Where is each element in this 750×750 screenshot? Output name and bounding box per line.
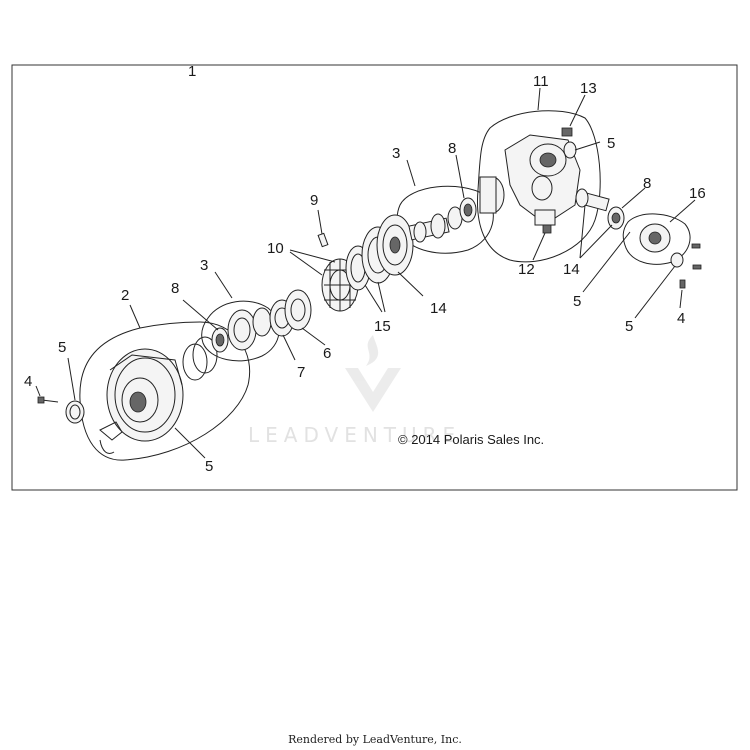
part-bolts-right: [679, 243, 702, 289]
callout-3-left: 3: [200, 257, 208, 274]
callout-8-left: 8: [171, 280, 179, 297]
callout-15: 15: [374, 318, 391, 335]
part-shaft-bearings-right: [408, 206, 463, 243]
callout-2: 2: [121, 287, 129, 304]
part-seal-case: [563, 141, 577, 159]
part-bearing-center: [459, 197, 477, 223]
part-bearing-assembly-left: [227, 307, 272, 351]
part-plate-6: [284, 289, 312, 331]
part-rings-housing: [182, 336, 218, 381]
part-seal-left: [65, 400, 85, 424]
callout-3-right: 3: [392, 145, 400, 162]
part-pin: [317, 232, 329, 248]
part-plug-13: [561, 127, 573, 137]
part-gear: [376, 214, 414, 276]
part-bearing-right: [607, 206, 625, 230]
part-bolt-left: [37, 396, 59, 404]
part-gear-case: [504, 134, 581, 226]
callout-7: 7: [297, 364, 305, 381]
callout-9: 9: [310, 192, 318, 209]
callout-5-cover: 5: [625, 318, 633, 335]
part-housing: [99, 348, 184, 454]
callout-5-housing-bottom: 5: [205, 458, 213, 475]
part-bearing-left: [211, 327, 229, 353]
callout-11: 11: [533, 73, 549, 90]
watermark-text: LEADVENTURE: [248, 423, 461, 447]
diagram-frame: [11, 64, 738, 491]
part-cover-16: [639, 223, 684, 268]
group-outline-11: [476, 110, 601, 263]
callout-13: 13: [580, 80, 597, 97]
callout-16: 16: [689, 185, 706, 202]
leader-lines: [35, 87, 696, 459]
callout-6: 6: [323, 345, 331, 362]
part-plug-12: [542, 224, 552, 234]
callout-1: 1: [188, 63, 196, 80]
callout-8-center: 8: [448, 140, 456, 157]
callout-8-right: 8: [643, 175, 651, 192]
callout-12: 12: [518, 261, 535, 278]
copyright-text: © 2014 Polaris Sales Inc.: [398, 432, 544, 447]
callout-4-left: 4: [24, 373, 32, 390]
callout-5-housing: 5: [58, 339, 66, 356]
callout-14-right: 14: [563, 261, 580, 278]
callout-5-right: 5: [573, 293, 581, 310]
group-outline-3-left: [201, 300, 280, 362]
callout-5-case: 5: [607, 135, 615, 152]
part-pinion-shaft: [575, 188, 610, 212]
watermark-logo: [345, 335, 401, 412]
callout-4-right: 4: [677, 310, 685, 327]
footer-credit: Rendered by LeadVenture, Inc.: [288, 733, 462, 746]
callout-14-center: 14: [430, 300, 447, 317]
callout-10: 10: [267, 240, 284, 257]
group-outline-2: [79, 321, 250, 461]
part-sleeve: [479, 176, 505, 214]
